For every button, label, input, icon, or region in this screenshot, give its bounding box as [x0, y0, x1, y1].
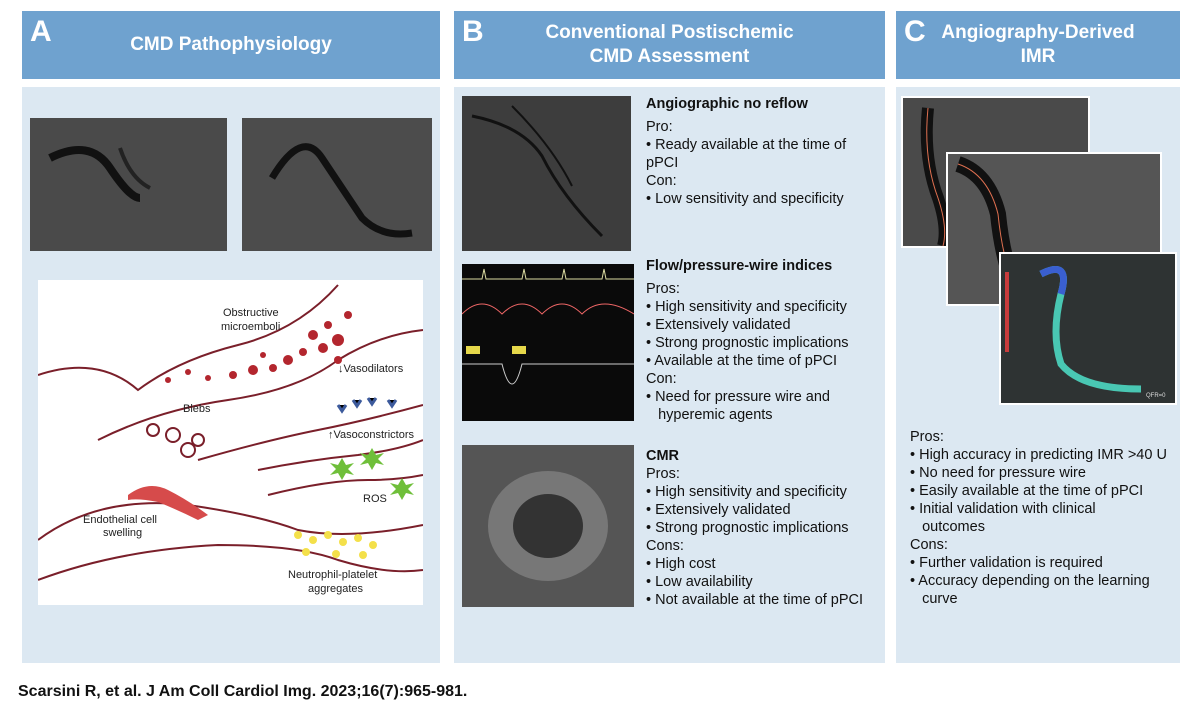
angiogram-image-2 [242, 118, 432, 251]
assessment-line: • Extensively validated [646, 502, 791, 518]
panel-b-header: B Conventional Postischemic CMD Assessme… [454, 11, 885, 79]
assessment-line: • Need for pressure wire and [646, 389, 830, 405]
label-vasoconstrictors: ↑Vasoconstrictors [328, 429, 414, 441]
label-microemboli: microemboli [221, 321, 280, 333]
assessment-heading: Flow/pressure-wire indices [646, 258, 833, 274]
assessment-line: • High cost [646, 556, 716, 572]
imr-line: • Further validation is required [910, 555, 1103, 571]
panel-a-title: CMD Pathophysiology [130, 34, 332, 55]
label-ros: ROS [363, 493, 387, 505]
panel-c-letter: C [904, 15, 926, 48]
assessment-line: • Extensively validated [646, 317, 791, 333]
angiogram-image-1 [30, 118, 227, 251]
panel-a-header: A CMD Pathophysiology [22, 11, 440, 79]
pathophysiology-diagram: Obstructive microemboli ↓Vasodilators Bl… [37, 280, 424, 605]
imr-summary: Pros: • High accuracy in predicting IMR … [910, 428, 1175, 608]
assessment-line: Con: [646, 173, 677, 189]
assessment-wire-indices: Flow/pressure-wire indices Pros: • High … [646, 257, 881, 424]
imr-line: • No need for pressure wire [910, 465, 1086, 481]
imr-line: Pros: [910, 429, 944, 445]
assessment-line: hyperemic agents [646, 407, 773, 423]
panel-c-body: QFR=0 Pros: • High accuracy in predictin… [896, 87, 1180, 663]
imr-line: outcomes [910, 519, 985, 535]
assessment-line: • Available at the time of pPCI [646, 353, 837, 369]
assessment-line: • Low availability [646, 574, 753, 590]
panel-a-body: Obstructive microemboli ↓Vasodilators Bl… [22, 87, 440, 663]
assessment-no-reflow: Angiographic no reflow Pro: • Ready avai… [646, 95, 881, 208]
imr-line: • High accuracy in predicting IMR >40 U [910, 447, 1167, 463]
label-aggregates: aggregates [308, 583, 364, 595]
assessment-heading: CMR [646, 448, 680, 464]
label-neutrophil: Neutrophil-platelet [288, 569, 377, 581]
panel-c-title-1: Angiography-Derived [941, 22, 1135, 43]
assessment-line: Con: [646, 371, 677, 387]
assessment-line: • Strong prognostic implications [646, 335, 849, 351]
assessment-line: Pro: [646, 119, 673, 135]
panel-b-title-2: CMD Assessment [589, 46, 750, 67]
imr-line: • Initial validation with clinical [910, 501, 1096, 517]
panel-b-title-1: Conventional Postischemic [545, 22, 794, 43]
label-swelling: swelling [103, 527, 142, 539]
panel-b-letter: B [462, 15, 484, 48]
assessment-line: • Strong prognostic implications [646, 520, 849, 536]
assessment-heading: Angiographic no reflow [646, 96, 808, 112]
imr-line: • Accuracy depending on the learning [910, 573, 1150, 589]
panel-c-title-2: IMR [1020, 46, 1056, 67]
assessment-line: • Ready available at the time of pPCI [646, 137, 847, 171]
assessment-line: • Not available at the time of pPCI [646, 592, 864, 608]
assessment-line: Pros: [646, 281, 680, 297]
no-reflow-angiogram [462, 96, 631, 251]
qfr-label: QFR=0 [1146, 393, 1166, 399]
imr-line: Cons: [910, 537, 948, 553]
assessment-line: • High sensitivity and specificity [646, 484, 847, 500]
assessment-cmr: CMR Pros: • High sensitivity and specifi… [646, 447, 881, 609]
label-blebs: Blebs [183, 403, 211, 415]
pressure-wire-tracing [462, 264, 634, 421]
assessment-line: • Low sensitivity and specificity [646, 191, 844, 207]
label-endothelial: Endothelial cell [83, 514, 157, 526]
assessment-line: Pros: [646, 466, 680, 482]
panel-c-header: C Angiography-Derived IMR [896, 11, 1180, 79]
imr-line: • Easily available at the time of pPCI [910, 483, 1144, 499]
citation: Scarsini R, et al. J Am Coll Cardiol Img… [18, 683, 468, 700]
label-obstructive: Obstructive [223, 307, 279, 319]
cmr-image [462, 445, 634, 607]
qfr-3d-model: QFR=0 [999, 252, 1177, 405]
imr-line: curve [910, 591, 958, 607]
panel-b-body: Angiographic no reflow Pro: • Ready avai… [454, 87, 885, 663]
assessment-line: Cons: [646, 538, 684, 554]
assessment-line: • High sensitivity and specificity [646, 299, 847, 315]
panel-a-letter: A [30, 15, 52, 48]
label-vasodilators: ↓Vasodilators [338, 363, 404, 375]
